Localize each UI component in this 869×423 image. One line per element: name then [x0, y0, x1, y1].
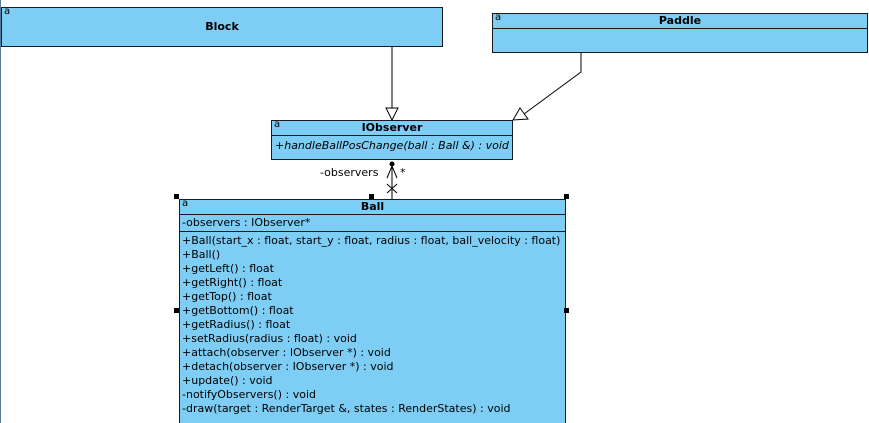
selection-handle[interactable] — [564, 194, 569, 199]
class-ball-separator-ops — [180, 231, 565, 232]
ball-operation: +setRadius(radius : float) : void — [182, 332, 357, 345]
ball-operation: +getRight() : float — [182, 276, 283, 289]
class-block[interactable]: a Block — [1, 6, 443, 47]
class-iobserver-separator — [272, 135, 512, 136]
ball-operation: +getTop() : float — [182, 290, 272, 303]
ball-operation: +update() : void — [182, 374, 273, 387]
class-iobserver-name: IObserver — [361, 121, 423, 134]
ball-operation: +attach(observer : IObserver *) : void — [182, 346, 391, 359]
selection-handle[interactable] — [174, 308, 179, 313]
generalization-arrowhead-paddle — [512, 107, 529, 121]
ball-operation: +Ball(start_x : float, start_y : float, … — [182, 234, 561, 247]
ball-operation: +detach(observer : IObserver *) : void — [182, 360, 394, 373]
ball-operation: +getRadius() : float — [182, 318, 291, 331]
ball-attribute-observers: -observers : IObserver* — [182, 216, 311, 229]
class-iobserver-stereotype: a — [274, 119, 281, 130]
class-ball[interactable]: a Ball -observers : IObserver* +Ball(sta… — [179, 198, 566, 423]
association-multiplicity-label: * — [400, 166, 406, 179]
ball-operation: -notifyObservers() : void — [182, 388, 316, 401]
left-rule — [0, 0, 1, 423]
association-arrowhead — [386, 164, 398, 179]
iobserver-operation: +handleBallPosChange(ball : Ball &) : vo… — [275, 139, 509, 152]
ball-operations: +Ball(start_x : float, start_y : float, … — [180, 232, 565, 416]
association-cross — [386, 183, 398, 194]
selection-handle[interactable] — [564, 308, 569, 313]
class-block-name: Block — [205, 20, 239, 33]
selection-handle[interactable] — [174, 194, 179, 199]
class-paddle[interactable]: a Paddle — [492, 12, 868, 53]
class-block-stereotype: a — [4, 6, 11, 17]
class-paddle-name: Paddle — [658, 14, 702, 27]
generalization-line-paddle — [523, 53, 582, 115]
class-paddle-separator — [493, 28, 867, 29]
ball-operation: +getBottom() : float — [182, 304, 294, 317]
association-dot — [389, 161, 395, 167]
ball-operation: +Ball() — [182, 248, 221, 261]
selection-handle[interactable] — [369, 194, 374, 199]
class-ball-name: Ball — [360, 200, 385, 213]
class-paddle-stereotype: a — [495, 12, 502, 23]
class-ball-separator — [180, 214, 565, 215]
ball-operation: +getLeft() : float — [182, 262, 274, 275]
class-ball-stereotype: a — [182, 198, 189, 209]
generalization-arrowhead-block — [385, 107, 399, 122]
association-role-label: -observers — [320, 166, 379, 179]
ball-operation: -draw(target : RenderTarget &, states : … — [182, 402, 511, 415]
